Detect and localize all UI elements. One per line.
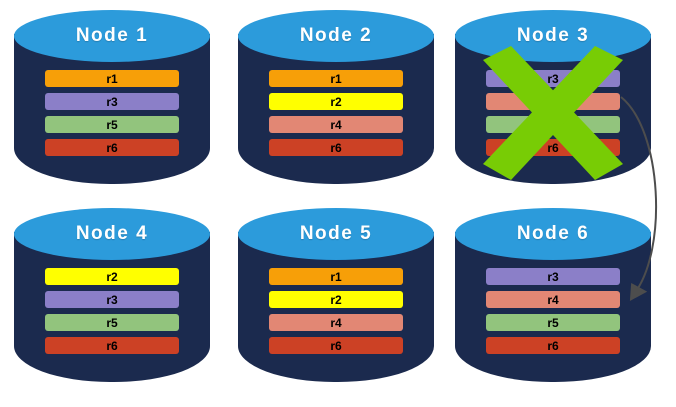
record-label: r3	[547, 71, 559, 86]
record-label: r5	[106, 117, 118, 132]
node-title: Node 3	[516, 25, 590, 46]
record-bar-r3[interactable]: r3	[45, 291, 179, 308]
record-bar-r3[interactable]: r3	[45, 93, 179, 110]
node-title: Node 1	[75, 25, 149, 46]
record-bar-r3[interactable]: r3	[486, 268, 620, 285]
cylinder-top-ellipse	[238, 208, 434, 260]
record-label: r6	[330, 338, 342, 353]
record-bar-r6[interactable]: r6	[269, 337, 403, 354]
node-title: Node 6	[516, 223, 590, 244]
record-label: r5	[106, 315, 118, 330]
record-label: r1	[330, 71, 342, 86]
record-label: r6	[547, 140, 559, 155]
record-bar-r1[interactable]: r1	[269, 70, 403, 87]
record-list: r3 r4 r5 r6	[486, 70, 620, 162]
record-label: r2	[330, 292, 342, 307]
cylinder-top-ellipse	[14, 208, 210, 260]
record-bar-r4[interactable]: r4	[486, 291, 620, 308]
cylinder-top-ellipse	[14, 10, 210, 62]
record-label: r3	[547, 269, 559, 284]
record-label: r2	[106, 269, 118, 284]
record-bar-r6[interactable]: r6	[486, 337, 620, 354]
record-list: r1 r2 r4 r6	[269, 268, 403, 360]
node-title: Node 2	[299, 25, 373, 46]
record-bar-r1[interactable]: r1	[45, 70, 179, 87]
record-bar-r4[interactable]: r4	[486, 93, 620, 110]
record-label: r3	[106, 94, 118, 109]
record-list: r1 r3 r5 r6	[45, 70, 179, 162]
record-bar-r6[interactable]: r6	[269, 139, 403, 156]
record-list: r1 r2 r4 r6	[269, 70, 403, 162]
record-bar-r5[interactable]: r5	[486, 116, 620, 133]
record-label: r4	[547, 94, 559, 109]
record-bar-r1[interactable]: r1	[269, 268, 403, 285]
record-bar-r6[interactable]: r6	[486, 139, 620, 156]
record-bar-r6[interactable]: r6	[45, 139, 179, 156]
record-bar-r2[interactable]: r2	[45, 268, 179, 285]
record-label: r3	[106, 292, 118, 307]
record-bar-r5[interactable]: r5	[45, 314, 179, 331]
database-node-1[interactable]: Node 1 r1 r3 r5 r6	[14, 10, 210, 196]
cylinder-top-ellipse	[455, 208, 651, 260]
record-bar-r6[interactable]: r6	[45, 337, 179, 354]
database-node-6[interactable]: Node 6 r3 r4 r5 r6	[455, 208, 651, 394]
record-list: r3 r4 r5 r6	[486, 268, 620, 360]
record-label: r1	[330, 269, 342, 284]
record-label: r1	[106, 71, 118, 86]
record-bar-r2[interactable]: r2	[269, 291, 403, 308]
record-bar-r3[interactable]: r3	[486, 70, 620, 87]
record-label: r4	[547, 292, 559, 307]
record-label: r2	[330, 94, 342, 109]
record-bar-r5[interactable]: r5	[45, 116, 179, 133]
record-label: r6	[106, 140, 118, 155]
record-label: r5	[547, 117, 559, 132]
node-title: Node 4	[75, 223, 149, 244]
record-bar-r4[interactable]: r4	[269, 314, 403, 331]
record-bar-r4[interactable]: r4	[269, 116, 403, 133]
database-node-4[interactable]: Node 4 r2 r3 r5 r6	[14, 208, 210, 394]
cylinder-top-ellipse	[238, 10, 434, 62]
database-node-2[interactable]: Node 2 r1 r2 r4 r6	[238, 10, 434, 196]
record-label: r4	[330, 315, 342, 330]
record-list: r2 r3 r5 r6	[45, 268, 179, 360]
record-label: r5	[547, 315, 559, 330]
record-label: r6	[547, 338, 559, 353]
database-node-3[interactable]: Node 3 r3 r4 r5 r6	[455, 10, 651, 196]
record-label: r6	[106, 338, 118, 353]
record-label: r6	[330, 140, 342, 155]
database-node-5[interactable]: Node 5 r1 r2 r4 r6	[238, 208, 434, 394]
node-title: Node 5	[299, 223, 373, 244]
record-bar-r2[interactable]: r2	[269, 93, 403, 110]
record-label: r4	[330, 117, 342, 132]
record-bar-r5[interactable]: r5	[486, 314, 620, 331]
